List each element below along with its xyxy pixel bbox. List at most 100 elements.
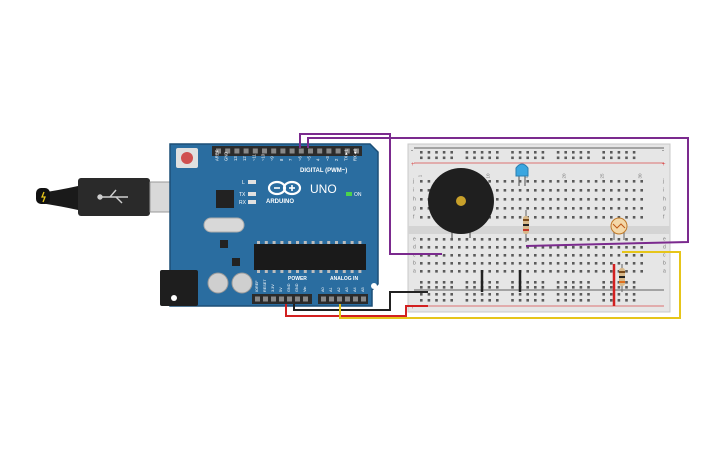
breadboard-hole[interactable] bbox=[511, 156, 514, 160]
breadboard-hole[interactable] bbox=[488, 246, 491, 249]
breadboard-hole[interactable] bbox=[480, 151, 484, 154]
breadboard-hole[interactable] bbox=[534, 156, 537, 160]
breadboard-hole[interactable] bbox=[587, 238, 590, 241]
header-pin-hole[interactable] bbox=[255, 296, 260, 302]
digital-header[interactable] bbox=[212, 146, 362, 156]
resistor[interactable] bbox=[523, 210, 529, 242]
breadboard-hole[interactable] bbox=[602, 151, 605, 154]
header-pin-hole[interactable] bbox=[354, 148, 359, 154]
breadboard-hole[interactable] bbox=[442, 299, 446, 302]
breadboard-hole[interactable] bbox=[511, 286, 514, 289]
breadboard-hole[interactable] bbox=[488, 270, 491, 273]
breadboard-hole[interactable] bbox=[556, 180, 560, 183]
breadboard-hole[interactable] bbox=[632, 207, 636, 210]
header-pin-hole[interactable] bbox=[271, 148, 277, 154]
breadboard-hole[interactable] bbox=[579, 189, 583, 192]
breadboard-hole[interactable] bbox=[640, 198, 643, 201]
breadboard-hole[interactable] bbox=[625, 286, 628, 289]
breadboard-hole[interactable] bbox=[480, 238, 484, 241]
breadboard-hole[interactable] bbox=[473, 293, 476, 296]
breadboard-hole[interactable] bbox=[534, 216, 537, 219]
breadboard-hole[interactable] bbox=[556, 254, 560, 257]
breadboard-hole[interactable] bbox=[488, 254, 491, 257]
breadboard-hole[interactable] bbox=[435, 156, 438, 160]
breadboard-hole[interactable] bbox=[435, 286, 438, 289]
breadboard-hole[interactable] bbox=[617, 180, 621, 183]
piezo-buzzer[interactable] bbox=[428, 168, 494, 238]
breadboard-hole[interactable] bbox=[632, 151, 636, 154]
breadboard-hole[interactable] bbox=[564, 207, 567, 210]
breadboard-hole[interactable] bbox=[632, 189, 636, 192]
breadboard-hole[interactable] bbox=[541, 281, 545, 284]
breadboard-hole[interactable] bbox=[496, 156, 499, 160]
breadboard-hole[interactable] bbox=[602, 216, 605, 219]
breadboard-hole[interactable] bbox=[534, 293, 537, 296]
breadboard-hole[interactable] bbox=[511, 246, 514, 249]
breadboard-hole[interactable] bbox=[511, 198, 514, 201]
breadboard-hole[interactable] bbox=[579, 281, 583, 284]
breadboard-hole[interactable] bbox=[420, 180, 423, 183]
breadboard-hole[interactable] bbox=[465, 151, 469, 154]
breadboard-hole[interactable] bbox=[602, 262, 605, 265]
breadboard-hole[interactable] bbox=[587, 180, 590, 183]
breadboard-hole[interactable] bbox=[503, 254, 507, 257]
breadboard-hole[interactable] bbox=[541, 254, 545, 257]
breadboard-hole[interactable] bbox=[465, 286, 469, 289]
breadboard-hole[interactable] bbox=[572, 180, 575, 183]
breadboard-hole[interactable] bbox=[549, 180, 552, 183]
breadboard-hole[interactable] bbox=[632, 281, 636, 284]
breadboard-hole[interactable] bbox=[420, 270, 423, 273]
header-pin-hole[interactable] bbox=[335, 148, 341, 154]
breadboard-hole[interactable] bbox=[640, 216, 643, 219]
breadboard-hole[interactable] bbox=[503, 270, 507, 273]
breadboard-hole[interactable] bbox=[572, 293, 575, 296]
breadboard-hole[interactable] bbox=[526, 151, 529, 154]
breadboard-hole[interactable] bbox=[610, 299, 613, 302]
breadboard-hole[interactable] bbox=[541, 262, 545, 265]
breadboard-hole[interactable] bbox=[632, 198, 636, 201]
header-pin-hole[interactable] bbox=[337, 296, 342, 302]
led-blue[interactable] bbox=[515, 163, 529, 186]
breadboard-hole[interactable] bbox=[458, 254, 461, 257]
breadboard-hole[interactable] bbox=[534, 180, 537, 183]
breadboard-hole[interactable] bbox=[632, 246, 636, 249]
breadboard-hole[interactable] bbox=[435, 281, 438, 284]
breadboard-hole[interactable] bbox=[442, 156, 446, 160]
breadboard-hole[interactable] bbox=[427, 156, 431, 160]
breadboard-hole[interactable] bbox=[420, 156, 423, 160]
breadboard-hole[interactable] bbox=[602, 286, 605, 289]
breadboard-hole[interactable] bbox=[420, 246, 423, 249]
breadboard-hole[interactable] bbox=[572, 207, 575, 210]
breadboard-hole[interactable] bbox=[488, 281, 491, 284]
breadboard-hole[interactable] bbox=[617, 293, 621, 296]
breadboard-hole[interactable] bbox=[587, 189, 590, 192]
breadboard-hole[interactable] bbox=[625, 254, 628, 257]
breadboard-hole[interactable] bbox=[442, 151, 446, 154]
breadboard-hole[interactable] bbox=[420, 198, 423, 201]
breadboard-hole[interactable] bbox=[450, 246, 453, 249]
breadboard-hole[interactable] bbox=[420, 262, 423, 265]
breadboard-hole[interactable] bbox=[442, 293, 446, 296]
breadboard-hole[interactable] bbox=[427, 286, 431, 289]
header-pin-hole[interactable] bbox=[252, 148, 258, 154]
breadboard-hole[interactable] bbox=[602, 246, 605, 249]
breadboard-hole[interactable] bbox=[488, 262, 491, 265]
breadboard-hole[interactable] bbox=[549, 246, 552, 249]
breadboard-hole[interactable] bbox=[610, 198, 613, 201]
breadboard-hole[interactable] bbox=[541, 207, 545, 210]
breadboard-hole[interactable] bbox=[450, 151, 453, 154]
breadboard-hole[interactable] bbox=[480, 299, 484, 302]
breadboard-hole[interactable] bbox=[427, 281, 431, 284]
breadboard-hole[interactable] bbox=[640, 189, 643, 192]
breadboard-hole[interactable] bbox=[420, 293, 423, 296]
breadboard-hole[interactable] bbox=[541, 293, 545, 296]
breadboard-hole[interactable] bbox=[602, 189, 605, 192]
breadboard-hole[interactable] bbox=[511, 189, 514, 192]
breadboard-hole[interactable] bbox=[579, 262, 583, 265]
breadboard-hole[interactable] bbox=[625, 216, 628, 219]
breadboard-hole[interactable] bbox=[511, 293, 514, 296]
breadboard-hole[interactable] bbox=[610, 156, 613, 160]
breadboard-hole[interactable] bbox=[458, 246, 461, 249]
breadboard-hole[interactable] bbox=[564, 189, 567, 192]
breadboard-hole[interactable] bbox=[541, 151, 545, 154]
